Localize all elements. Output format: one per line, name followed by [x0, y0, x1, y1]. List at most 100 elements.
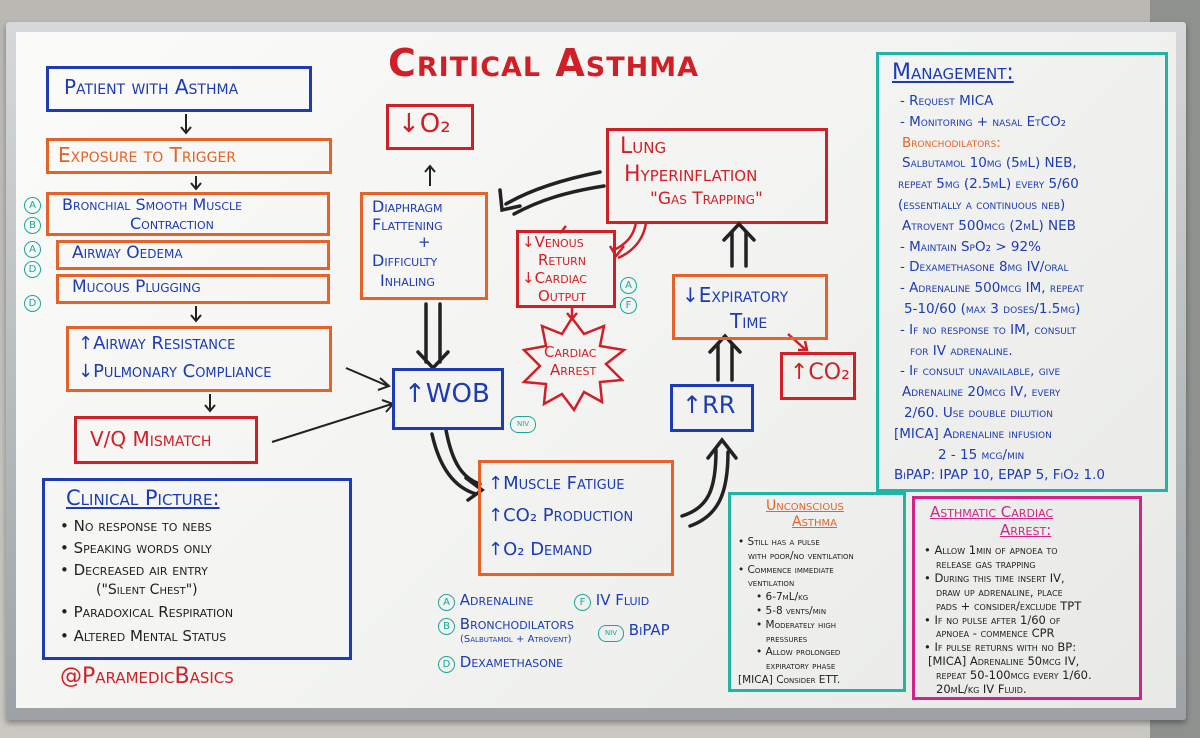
mgmt-lines-item: - Maintain SpO₂ > 92%	[900, 238, 1041, 255]
arrest-lines-item: • If pulse returns with no BP:	[924, 640, 1077, 655]
tag-d-oedema: D	[24, 258, 41, 278]
diaphragm-line-3: +	[418, 233, 431, 251]
resistance-label: ↑Airway Resistance	[78, 333, 236, 354]
tag-d-icon: D	[438, 656, 455, 673]
clinical-box	[42, 478, 352, 660]
vq-label: V/Q Mismatch	[90, 427, 212, 451]
legend-bipap-text: BiPAP	[628, 621, 670, 639]
oedema-box	[56, 240, 330, 270]
unc-lines-item: expiratory phase	[766, 660, 836, 673]
venous-line-1: ↓Venous	[522, 233, 584, 251]
arrest-lines-item: 20mL/kg IV Fluid.	[936, 682, 1027, 696]
fatigue-box	[478, 460, 674, 576]
unc-lines-item: • Moderately high	[756, 618, 837, 631]
double-arrows	[416, 170, 756, 528]
legend-adrenaline-text: Adrenaline	[459, 591, 534, 609]
whiteboard	[16, 32, 1176, 708]
mgmt-lines-item: repeat 5mg (2.5mL) every 5/60	[898, 176, 1079, 193]
wob-box	[392, 368, 504, 430]
lung-line-3: "Gas Trapping"	[650, 189, 763, 209]
bronchial-label-1: Bronchial Smooth Muscle	[62, 195, 243, 214]
mgmt-lines-item: 2/60. Use double dilution	[904, 405, 1053, 421]
tag-niv-wob: NIV	[510, 412, 536, 433]
arrest-lines-item: apnoea - commence CPR	[936, 626, 1055, 641]
diaphragm-line-4: Difficulty	[372, 251, 438, 270]
management-box	[876, 52, 1168, 492]
expiratory-line-2: Time	[730, 309, 768, 333]
unc-lines-item: • 6-7mL/kg	[756, 591, 809, 604]
mgmt-lines-item: - Monitoring + nasal EtCO₂	[900, 113, 1067, 130]
fatigue-line-2: ↑CO₂ Production	[488, 505, 634, 526]
unconscious-box	[728, 492, 906, 692]
lung-line-1: Lung	[620, 134, 667, 159]
cardiac-arrest-burst	[521, 315, 628, 413]
patient-label: Patient with Asthma	[64, 75, 239, 99]
mgmt-lines-item: 2 - 15 mcg/min	[938, 446, 1025, 463]
tag-f-venous: F	[620, 294, 637, 314]
mucous-label: Mucous Plugging	[72, 277, 201, 297]
tag-niv-icon: NIV	[598, 625, 624, 642]
fatigue-line-3: ↑O₂ Demand	[488, 539, 593, 560]
diaphragm-line-5: Inhaling	[380, 271, 435, 290]
unc-lines-item: • Still has a pulse	[738, 536, 820, 548]
legend-bipap: NIV BiPAP	[598, 621, 670, 642]
management-heading: Management:	[892, 60, 1014, 85]
mgmt-lines-item: Bronchodilators:	[902, 134, 1001, 151]
arrest-lines-item: • If no pulse after 1/60 of	[924, 612, 1061, 627]
tag-niv-icon: NIV	[510, 416, 536, 433]
exposure-box	[46, 138, 332, 174]
unc-lines-item: • 5-8 vents/min	[756, 605, 827, 617]
clinical-item-3: • Decreased air entry	[60, 561, 208, 579]
mgmt-lines-item: - Dexamethasone 8mg IV/oral	[900, 259, 1069, 276]
tag-a-bronchial: A	[24, 194, 41, 214]
exposure-label: Exposure to Trigger	[58, 143, 237, 167]
unc-lines-item: pressures	[766, 632, 808, 645]
mgmt-lines-item: 5-10/60 (max 3 doses/1.5mg)	[904, 301, 1081, 317]
arrest-lines-item: • During this time insert IV,	[924, 570, 1065, 585]
mgmt-lines-item: - Request MICA	[900, 93, 994, 109]
clinical-item-6: • Altered Mental Status	[60, 627, 227, 645]
clinical-heading: Clinical Picture:	[66, 486, 220, 510]
legend-dexamethasone-text: Dexamethasone	[459, 653, 564, 671]
credit-label: @ParamedicBasics	[60, 664, 234, 689]
tag-a-oedema: A	[24, 238, 41, 258]
mgmt-lines-item: - Adrenaline 500mcg IM, repeat	[900, 280, 1084, 297]
resistance-box	[66, 326, 332, 392]
tag-a-icon: A	[620, 277, 637, 294]
legend-sub: (Salbutamol + Atrovent)	[460, 634, 572, 645]
tag-a-icon: A	[438, 594, 455, 611]
rr-label: ↑RR	[682, 391, 736, 419]
arrest-heading-2: Arrest:	[1000, 521, 1052, 539]
clinical-item-4: ("Silent Chest")	[96, 582, 198, 598]
arrest-lines-item: • Allow 1min of apnoea to	[924, 543, 1058, 557]
tag-a-icon: A	[24, 197, 41, 214]
arrest-lines-item: [MICA] Adrenaline 50mcg IV,	[928, 654, 1080, 669]
arrest-lines-item: draw up adrenaline, place	[936, 584, 1063, 599]
venous-line-2: Return	[538, 251, 587, 269]
venous-line-3: ↓Cardiac	[522, 269, 587, 287]
mgmt-lines-item: (essentially a continuous neb)	[898, 197, 1066, 213]
expiratory-box	[672, 274, 828, 340]
expiratory-line-1: ↓Expiratory	[682, 283, 789, 307]
mgmt-lines-item: for IV adrenaline.	[910, 342, 1013, 359]
mgmt-lines-item: - If consult unavailable, give	[900, 363, 1061, 380]
mgmt-lines-item: - If no response to IM, consult	[900, 321, 1077, 338]
tag-f-icon: F	[574, 594, 591, 611]
tag-f-icon: F	[620, 297, 637, 314]
unconscious-heading-1: Unconscious	[766, 498, 844, 514]
diaphragm-line-1: Diaphragm	[372, 197, 443, 216]
compliance-label: ↓Pulmonary Compliance	[78, 361, 272, 382]
cardiac-arrest-line-1: Cardiac	[544, 343, 597, 361]
mgmt-lines-item: [MICA] Adrenaline infusion	[894, 425, 1052, 442]
unc-lines-item: • Allow prolonged	[756, 646, 841, 659]
legend-adrenaline: A Adrenaline	[438, 591, 534, 611]
venous-line-4: Output	[538, 287, 586, 305]
mgmt-lines-item: Salbutamol 10mg (5mL) NEB,	[902, 155, 1077, 172]
patient-box	[46, 66, 312, 112]
tag-b-icon: B	[438, 618, 455, 635]
mgmt-lines-item: Adrenaline 20mcg IV, every	[902, 384, 1061, 401]
tag-d-icon: D	[24, 295, 41, 312]
tag-b-bronchial: B	[24, 214, 41, 234]
arrest-heading-1: Asthmatic Cardiac	[930, 503, 1054, 521]
